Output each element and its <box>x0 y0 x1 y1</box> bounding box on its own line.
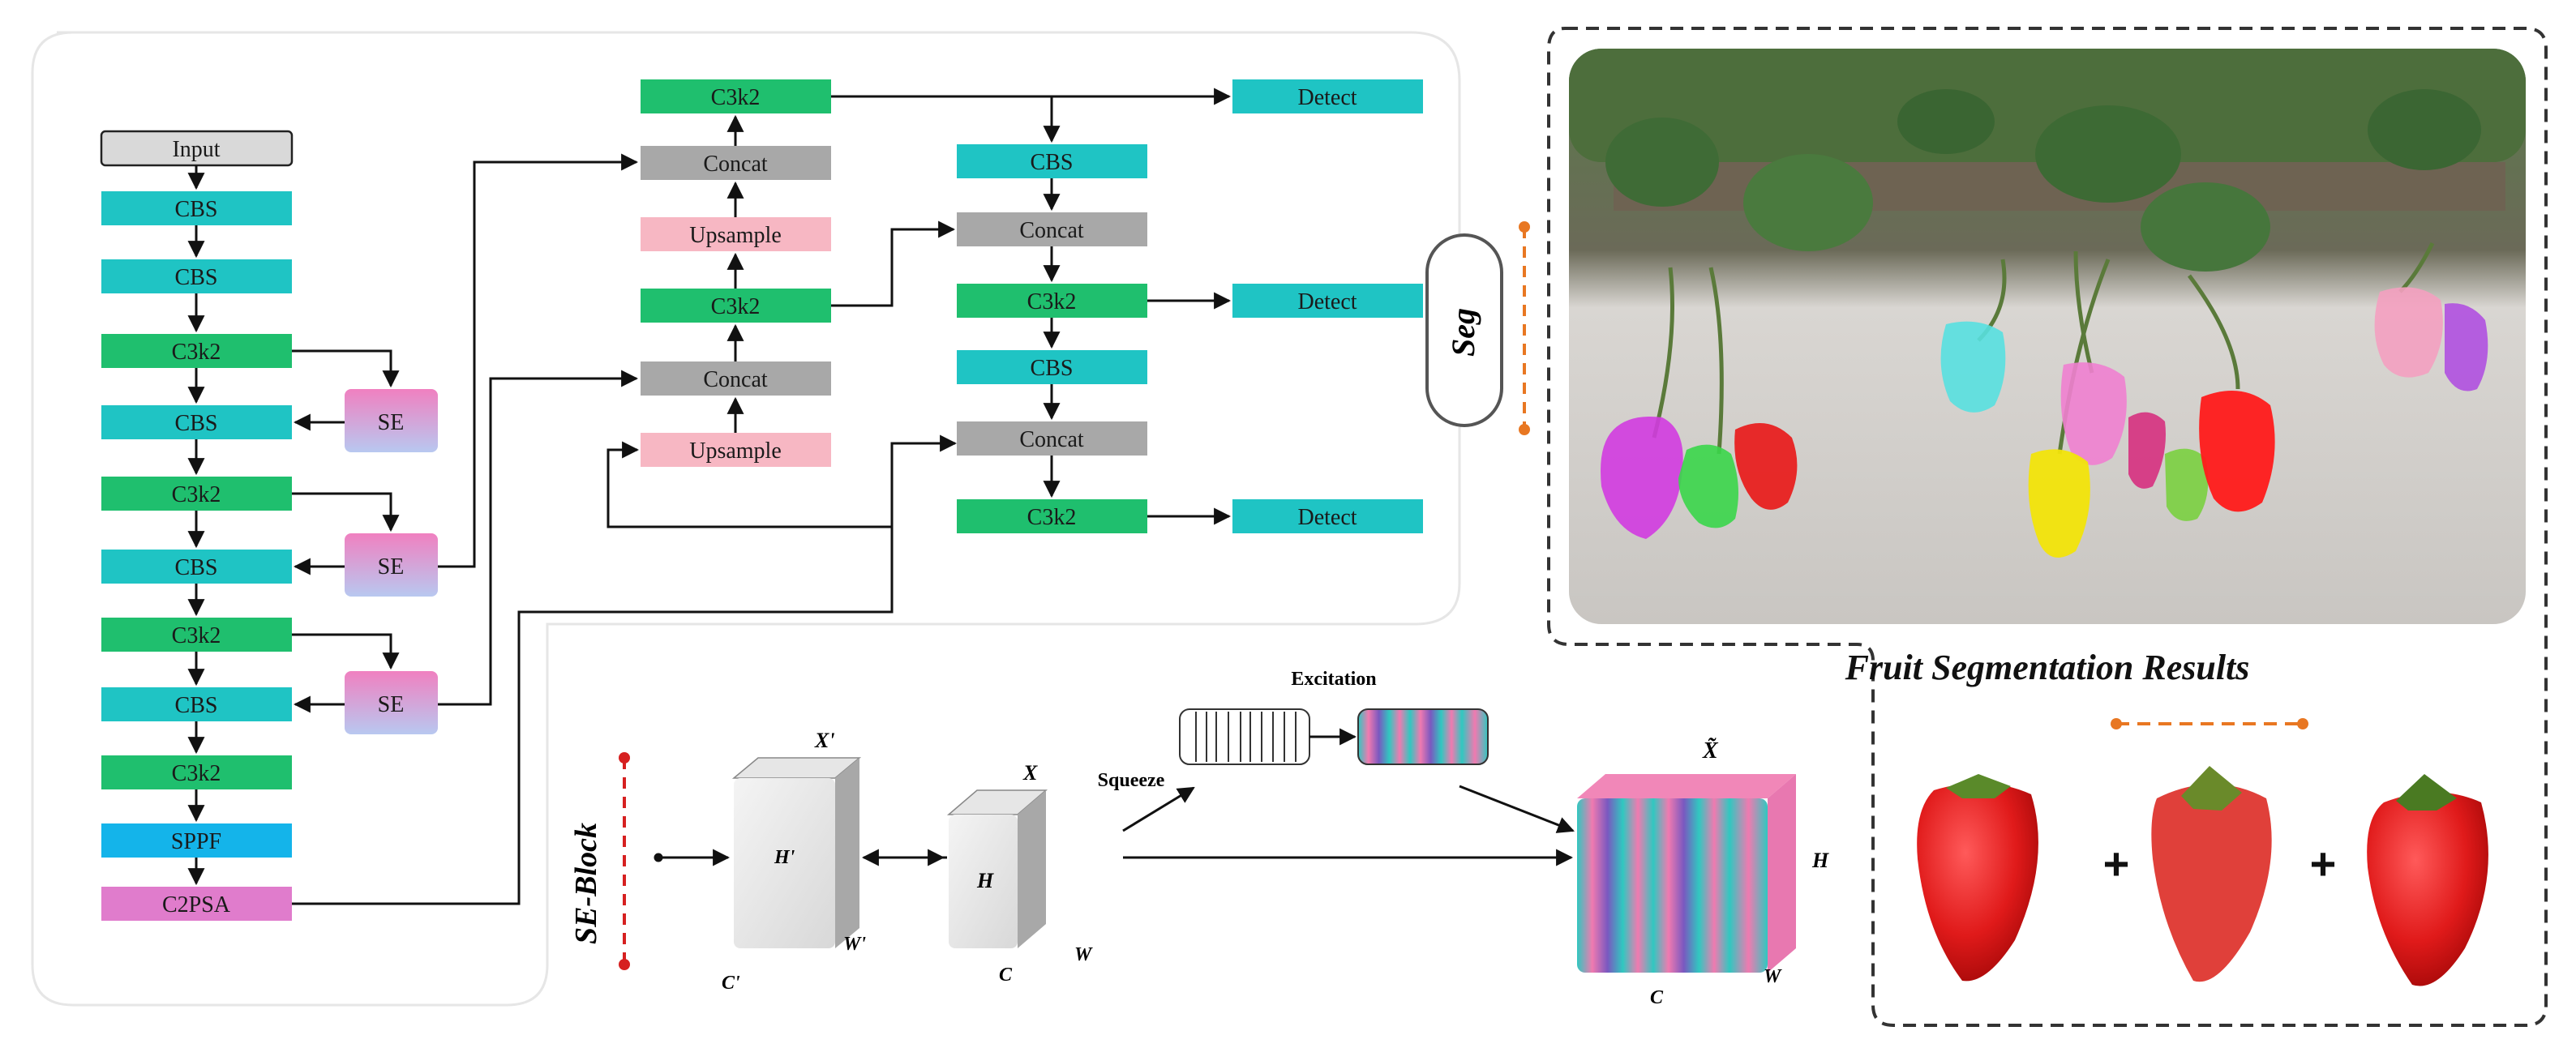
concat-block <box>957 212 1147 246</box>
cbs-block <box>957 350 1147 384</box>
cube-label: H <box>1811 849 1829 872</box>
neck: C3k2 Concat Upsample C3k2 Concat Upsampl… <box>641 79 1423 533</box>
strawberry-3 <box>2367 774 2488 986</box>
cbs-label: CBS <box>175 197 218 222</box>
se-block <box>345 389 438 452</box>
squeeze-label: Squeeze <box>1098 770 1165 791</box>
cbs-block <box>101 191 292 225</box>
c3k2-label: C3k2 <box>711 85 761 110</box>
cube-label: C <box>1650 987 1664 1008</box>
cbs-label: CBS <box>1031 356 1074 381</box>
network-panel <box>31 31 1461 1007</box>
cbs-block <box>101 259 292 293</box>
se-block <box>345 533 438 597</box>
upsample-label: Upsample <box>689 223 782 248</box>
upsample-block <box>641 217 831 251</box>
cube-label: H' <box>774 847 795 868</box>
seg-label: Seg <box>1445 308 1481 357</box>
upsample-label: Upsample <box>689 438 782 464</box>
c3k2-label: C3k2 <box>1027 289 1077 314</box>
se-block <box>345 671 438 734</box>
concat-label: Concat <box>703 367 768 392</box>
backbone: Input CBS CBS C3k2 CBS C3k2 CBS C3k2 CBS… <box>100 130 438 921</box>
cube-label: W <box>1074 944 1093 965</box>
se-label: SE <box>378 554 405 580</box>
sppf-label: SPPF <box>171 829 221 854</box>
cbs-block <box>957 144 1147 178</box>
upsample-block <box>641 433 831 467</box>
results-divider <box>2111 718 2308 729</box>
backbone-arrows <box>187 153 958 905</box>
c3k2-block <box>101 334 292 368</box>
plus-sign: + <box>2310 838 2337 889</box>
segmentation-photo <box>1569 49 2526 624</box>
concat-label: Concat <box>1019 427 1084 452</box>
cube-label: X̃ <box>1702 738 1719 764</box>
cbs-label: CBS <box>175 265 218 290</box>
c3k2-label: C3k2 <box>172 623 221 648</box>
detect-block <box>1232 79 1423 113</box>
se-block-diagram: SE-Block X' H' W' C' X H W C Excitation <box>569 669 1829 1008</box>
cube-label: X' <box>814 729 835 752</box>
seg-head: Seg <box>1425 221 1530 435</box>
detect-block <box>1232 284 1423 318</box>
cbs-label: CBS <box>175 693 218 718</box>
cbs-label: CBS <box>175 555 218 580</box>
concat-block <box>957 421 1147 456</box>
detect-label: Detect <box>1297 505 1357 530</box>
c3k2-label: C3k2 <box>172 340 221 365</box>
strawberry-1 <box>1917 774 2038 982</box>
c3k2-block <box>957 284 1147 318</box>
cube-label: X <box>1022 761 1038 785</box>
se-label: SE <box>378 692 405 717</box>
detect-block <box>1232 499 1423 533</box>
cbs-label: CBS <box>1031 150 1074 175</box>
c3k2-label: C3k2 <box>172 761 221 786</box>
c3k2-block <box>101 618 292 652</box>
concat-label: Concat <box>1019 218 1084 243</box>
c3k2-label: C3k2 <box>711 294 761 319</box>
neck-arrows <box>606 88 1232 528</box>
cbs-label: CBS <box>175 411 218 436</box>
concat-block <box>641 146 831 180</box>
detect-label: Detect <box>1297 289 1357 314</box>
cube-label: C <box>999 965 1013 986</box>
c3k2-block <box>641 289 831 323</box>
results-title: Fruit Segmentation Results <box>1845 648 2250 687</box>
strawberry-2 <box>2151 766 2272 982</box>
detect-label: Detect <box>1297 85 1357 110</box>
c2psa-block <box>101 887 292 921</box>
plus-sign: + <box>2103 838 2130 889</box>
concat-label: Concat <box>703 152 768 177</box>
se-label: SE <box>378 410 405 435</box>
cbs-block <box>101 405 292 439</box>
input-label: Input <box>172 137 220 162</box>
c3k2-block <box>641 79 831 113</box>
c3k2-label: C3k2 <box>172 482 221 507</box>
c3k2-block <box>957 499 1147 533</box>
cube-label: C' <box>722 973 740 994</box>
concat-block <box>641 361 831 396</box>
cbs-block <box>101 687 292 721</box>
c3k2-label: C3k2 <box>1027 505 1077 530</box>
results-frame <box>1547 27 2548 1027</box>
cube-label: W' <box>843 934 866 955</box>
c2psa-label: C2PSA <box>162 892 231 918</box>
cube-label: H <box>976 869 994 892</box>
excitation-label: Excitation <box>1291 669 1376 690</box>
cbs-block <box>101 550 292 584</box>
c3k2-block <box>101 477 292 511</box>
cube-label: W <box>1764 966 1782 987</box>
se-block-arrows <box>654 785 1575 866</box>
c3k2-block <box>101 755 292 789</box>
sppf-block <box>101 823 292 858</box>
se-block-title: SE-Block <box>569 823 603 944</box>
